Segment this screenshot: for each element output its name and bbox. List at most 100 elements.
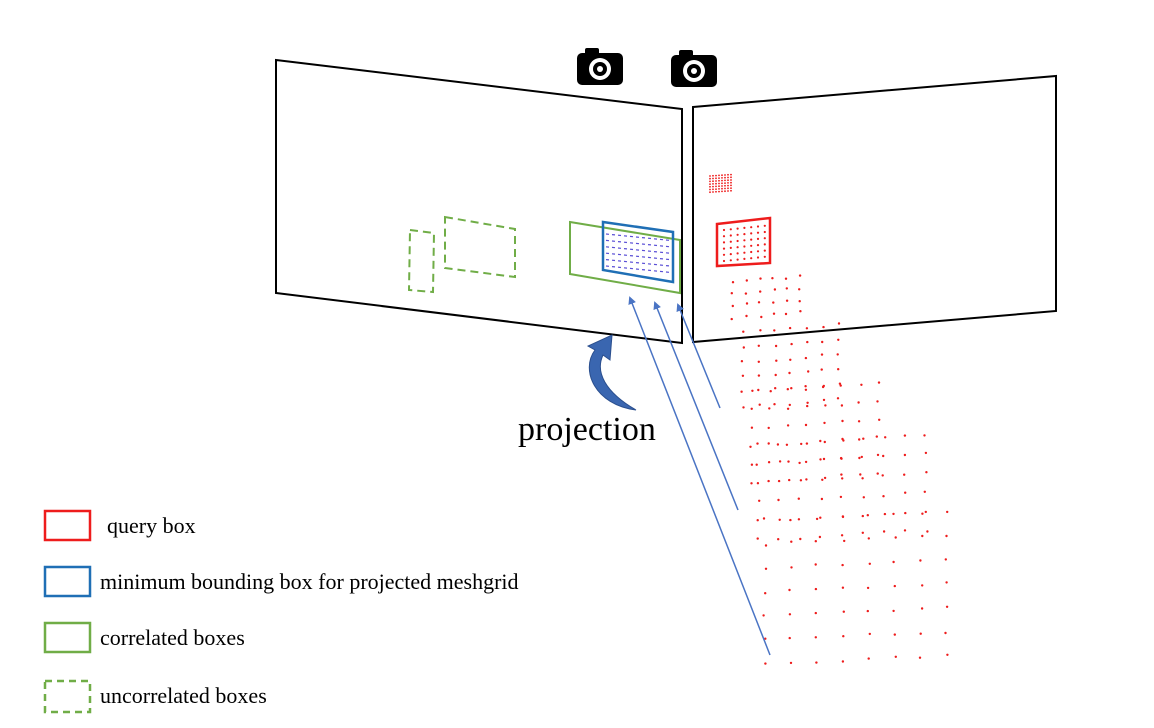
point-cloud-point: [788, 326, 792, 330]
point-cloud-point: [923, 434, 926, 437]
point-cloud-point: [785, 287, 788, 290]
point-cloud-point: [805, 478, 808, 481]
point-cloud-point: [919, 632, 922, 635]
point-cloud-point: [745, 279, 748, 282]
meshgrid-point: [756, 225, 760, 228]
point-cloud-point: [805, 327, 809, 330]
meshgrid-point: [743, 245, 746, 248]
point-cloud-point: [807, 370, 810, 373]
legend: query box minimum bounding box for proje…: [43, 509, 519, 714]
point-cloud-point: [924, 451, 928, 455]
point-cloud-point: [776, 443, 780, 446]
projection-arrow: [653, 301, 739, 511]
point-cloud-point: [876, 453, 880, 457]
point-cloud-point: [797, 497, 800, 500]
meshgrid-point: [750, 257, 753, 260]
point-cloud-point: [842, 439, 845, 442]
legend-swatch-correlated: [43, 621, 92, 654]
legend-swatch-uncorrelated: [43, 679, 92, 714]
point-cloud-point: [786, 407, 790, 410]
meshgrid-point: [750, 244, 753, 247]
point-cloud-point: [777, 479, 781, 483]
point-cloud-point: [755, 463, 758, 466]
meshgrid-point: [718, 185, 720, 188]
point-cloud-point: [764, 592, 767, 595]
point-cloud-point: [868, 632, 871, 636]
point-cloud-point: [903, 434, 907, 437]
meshgrid-point: [712, 188, 714, 191]
point-cloud-point: [837, 322, 841, 325]
meshgrid-point: [729, 234, 732, 237]
point-cloud-point: [860, 455, 863, 459]
uncorrelated-box: [444, 215, 516, 279]
point-cloud-point: [819, 458, 822, 461]
point-cloud-point: [823, 421, 826, 425]
meshgrid-point: [729, 253, 732, 256]
point-cloud-point: [777, 538, 780, 541]
point-cloud-point: [774, 373, 777, 377]
point-cloud-point: [790, 566, 793, 569]
meshgrid-point: [736, 258, 739, 261]
point-cloud-point: [867, 657, 870, 660]
legend-label-query: query box: [107, 513, 196, 538]
point-cloud-point: [798, 300, 801, 303]
curved-projection-arrow: [586, 334, 637, 411]
meshgrid-point: [721, 190, 723, 193]
meshgrid-point: [736, 246, 739, 249]
point-cloud-point: [926, 530, 929, 533]
point-cloud-point: [790, 540, 793, 543]
point-cloud-point: [764, 662, 767, 665]
point-cloud-point: [921, 512, 924, 515]
point-cloud-point: [742, 406, 745, 409]
point-cloud-point: [944, 558, 947, 561]
meshgrid-point: [743, 251, 746, 254]
point-cloud-point: [788, 478, 791, 482]
point-cloud-point: [800, 442, 803, 446]
point-cloud-point: [785, 299, 789, 302]
meshgrid-point: [712, 180, 714, 183]
meshgrid-point: [709, 180, 711, 183]
point-cloud-point: [799, 310, 802, 313]
point-cloud-point: [840, 457, 843, 460]
point-cloud-point: [918, 656, 922, 659]
point-cloud-point: [923, 490, 926, 493]
point-cloud-point: [838, 382, 842, 385]
point-cloud-point: [784, 277, 788, 280]
point-cloud-point: [749, 445, 752, 448]
point-cloud-point: [882, 454, 885, 458]
left-image-plane: [275, 58, 683, 345]
point-cloud-point: [881, 474, 884, 477]
meshgrid-point: [729, 246, 732, 249]
meshgrid-point: [722, 247, 726, 250]
point-cloud-point: [774, 344, 778, 348]
point-cloud-point: [821, 340, 824, 344]
point-cloud-point: [862, 437, 865, 440]
point-cloud-point: [788, 371, 791, 375]
point-cloud-point: [866, 514, 869, 517]
point-cloud-point: [745, 302, 749, 305]
point-cloud-point: [773, 403, 776, 406]
point-cloud-point: [730, 292, 733, 295]
meshgrid-point: [727, 187, 729, 190]
meshgrid-point: [712, 183, 714, 185]
point-cloud-point: [777, 498, 780, 502]
point-cloud-point: [789, 358, 792, 361]
point-cloud-point: [760, 315, 763, 319]
meshgrid-point: [736, 227, 739, 230]
meshgrid-point: [718, 174, 720, 177]
meshgrid-point: [718, 179, 720, 182]
point-cloud-point: [841, 515, 845, 518]
point-cloud-point: [818, 535, 822, 539]
point-cloud-point: [788, 636, 791, 640]
point-cloud-point: [804, 423, 808, 427]
query-box-meshgrid: [722, 224, 766, 263]
projection-label: projection: [518, 411, 656, 448]
meshgrid-point: [727, 182, 729, 184]
point-cloud-point: [893, 584, 896, 588]
meshgrid-point: [750, 250, 753, 254]
point-cloud-point: [945, 534, 948, 538]
point-cloud-point: [768, 407, 771, 410]
meshgrid-point: [724, 187, 726, 190]
point-cloud-point: [750, 426, 754, 429]
